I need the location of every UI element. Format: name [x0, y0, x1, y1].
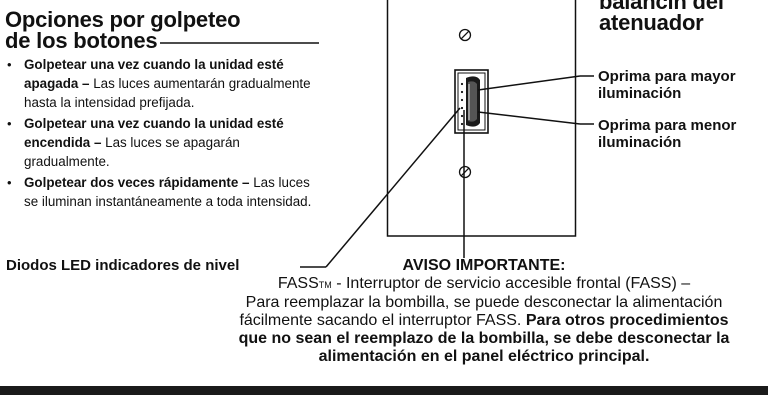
item-text: Las luces aumentarán gradualmente hasta …: [24, 76, 311, 110]
top-screw: [458, 28, 472, 42]
increase-label-line2: iluminación: [598, 85, 682, 102]
notice-line4: que no sean el reemplazo de la bombilla,…: [238, 330, 730, 347]
leader-led-diagonal: [325, 107, 461, 268]
options-heading-line1: Opciones por golpeteo: [5, 7, 241, 32]
notice-line3-normal: fácilmente sacando el interruptor FASS.: [239, 312, 526, 329]
notice-line5: alimentación en el panel eléctrico princ…: [318, 348, 650, 365]
options-heading-line2: de los botones: [5, 28, 158, 53]
rocker-label-line2: atenuador: [599, 10, 704, 35]
increase-label-line1: Oprima para mayor: [598, 68, 736, 85]
leader-decrease: [477, 111, 581, 125]
notice-line2: Para reemplazar la bombilla, se puede de…: [245, 294, 723, 311]
bottom-rule: [0, 386, 768, 395]
decrease-label: Oprima para menor iluminación: [598, 117, 736, 151]
list-item: • Golpetear una vez cuando la unidad est…: [7, 55, 329, 112]
fass-prefix: FASS: [277, 275, 319, 292]
notice-line3-bold: Para otros procedimientos: [525, 312, 729, 329]
trademark: TM: [318, 280, 332, 290]
notice-fass-line: FASSTM - Interruptor de servicio accesib…: [200, 275, 768, 294]
item-text: Las luces se apagarán gradualmente.: [24, 135, 240, 169]
options-list: • Golpetear una vez cuando la unidad est…: [7, 55, 329, 211]
item-text: Las luces se iluminan instantáneamente a…: [24, 175, 312, 209]
leader-increase: [477, 75, 581, 91]
bullet: •: [7, 57, 12, 72]
rocker-label: balancín del atenuador: [599, 0, 724, 35]
bottom-screw: [458, 165, 472, 179]
rocker-label-line1: balancín del: [599, 0, 724, 14]
bullet: •: [7, 116, 12, 131]
list-item: • Golpetear dos veces rápidamente – Las …: [7, 173, 329, 211]
led-label: Diodos LED indicadores de nivel: [6, 257, 240, 274]
decrease-label-line1: Oprima para menor: [598, 117, 737, 134]
bullet: •: [7, 175, 12, 190]
decrease-label-line2: iluminación: [598, 134, 682, 151]
options-heading: Opciones por golpeteo de los botones: [5, 7, 241, 53]
notice-title: AVISO IMPORTANTE:: [402, 257, 566, 274]
item-bold: Golpetear una vez cuando la unidad esté …: [24, 116, 284, 150]
list-item: • Golpetear una vez cuando la unidad est…: [7, 114, 329, 171]
increase-label: Oprima para mayor iluminación: [598, 68, 736, 102]
item-bold: Golpetear una vez cuando la unidad esté …: [24, 57, 284, 91]
fass-rest: - Interruptor de servicio accesible fron…: [331, 275, 691, 292]
notice-line3: fácilmente sacando el interruptor FASS. …: [200, 312, 768, 330]
important-notice: AVISO IMPORTANTE: FASSTM - Interruptor d…: [200, 257, 768, 366]
led-indicators: [460, 82, 464, 126]
item-bold: Golpetear dos veces rápidamente –: [24, 175, 254, 190]
